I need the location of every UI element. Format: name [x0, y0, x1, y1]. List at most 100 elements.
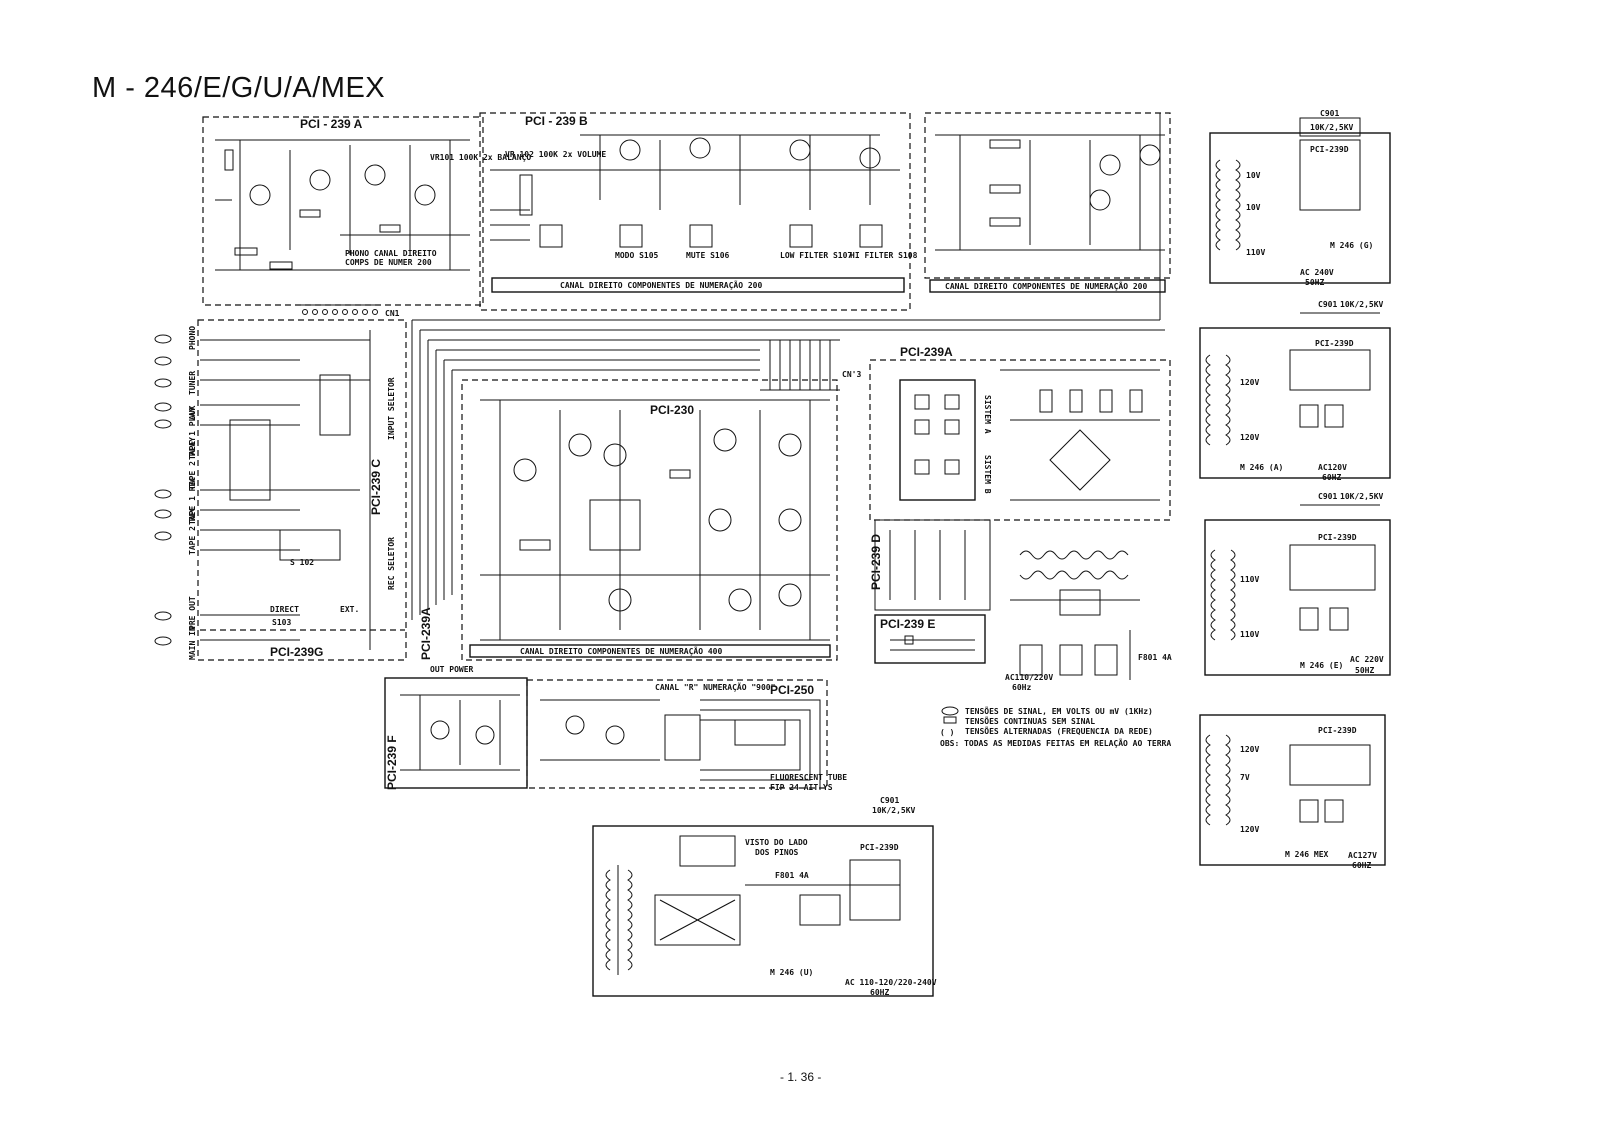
f801-main-label: F801 4A — [1138, 653, 1172, 662]
board-label-pci-239d-side: PCI-239 D — [869, 534, 883, 590]
side-g-model: M 246 (G) — [1330, 241, 1373, 250]
side-panel-e: C901 10K/2,5KV PCI-239D 110V 110V M 246 … — [1204, 492, 1391, 676]
sistem-a-label: SISTEM A — [983, 395, 992, 434]
c901-bottom-val: 10K/2,5KV — [872, 806, 916, 815]
board-pci-250: PCI-250 CANAL "R" NUMERAÇÃO "900" FLUORE… — [526, 679, 847, 792]
side-a-ac: AC120V — [1318, 463, 1347, 472]
side-e-tap-1: 110V — [1240, 630, 1259, 639]
svg-text:( ): ( ) — [940, 728, 954, 737]
cn3-connector — [760, 339, 840, 391]
sistem-b-label: SISTEM B — [983, 455, 992, 494]
side-e-ac: AC 220V — [1350, 655, 1384, 664]
input-labels: PHONO TUNER AUX TAPE 1 PLAY TAPE 2 PLAY … — [188, 326, 197, 660]
side-panel-a: C901 10K/2,5KV PCI-239D 120V 120V M 246 … — [1199, 300, 1391, 482]
board-label-pci-239a-lower: PCI-239A — [900, 345, 953, 359]
side-a-hz: 60HZ — [1322, 473, 1341, 482]
cn3-label: CN'3 — [842, 370, 861, 379]
board-label-pci-239a: PCI - 239 A — [300, 117, 363, 131]
legend-note: OBS: TODAS AS MEDIDAS FEITAS EM RELAÇÃO … — [940, 738, 1171, 748]
balance-label: VR101 100K 2x BALANÇO — [430, 153, 531, 162]
legend: ( ) TENSÕES DE SINAL, EM VOLTS OU mV (1K… — [940, 705, 1171, 748]
legend-dc: TENSÕES CONTINUAS SEM SINAL — [965, 715, 1095, 726]
input-label-tape1-play: TAPE 1 PLAY — [188, 407, 197, 460]
main-transformer-area — [874, 519, 1140, 680]
mute-label: MUTE S106 — [686, 251, 730, 260]
page-number: - 1. 36 - — [780, 1070, 822, 1084]
side-e-cap: C901 — [1318, 492, 1337, 501]
side-g-pci: PCI-239D — [1310, 145, 1349, 154]
f801-label: F801 4A — [775, 871, 809, 880]
board-pci-239e: PCI-239 E — [874, 614, 986, 664]
legend-ac: TENSÕES ALTERNADAS (FREQUENCIA DA REDE) — [965, 725, 1153, 736]
ac-u-label: AC 110-120/220-240V — [845, 978, 937, 987]
input-label-phono: PHONO — [188, 326, 197, 350]
page-title: M - 246/E/G/U/A/MEX — [92, 72, 386, 104]
input-selector-label: INPUT SELETOR — [387, 377, 396, 440]
input-label-tape1-rec: TAPE 1 REC — [188, 477, 197, 525]
side-g-ac: AC 240V — [1300, 268, 1334, 277]
side-a-tap-0: 120V — [1240, 378, 1259, 387]
side-g-tap-1: 10V — [1246, 203, 1261, 212]
modo-label: MODO S105 — [615, 251, 659, 260]
input-label-main-in: MAIN IN — [188, 626, 197, 660]
m246u-power-section: VISTO DO LADO DOS PINOS F801 4A M 246 (U… — [592, 796, 937, 997]
input-label-tape2-play: TAPE 2 PLAY — [188, 437, 197, 490]
board-pci-239b: PCI - 239 B VR 102 100K 2x VOLUME — [479, 112, 918, 311]
side-mex-tap-1: 7V — [1240, 773, 1250, 782]
c901-bottom-label: C901 — [880, 796, 899, 805]
ribbon-right-channel-400: CANAL DIREITO COMPONENTES DE NUMERAÇÃO 4… — [520, 646, 722, 656]
low-filter-label: LOW FILTER S107 — [780, 251, 852, 260]
cn1-label: CN1 — [385, 309, 400, 318]
side-g-hz: 50HZ — [1305, 278, 1324, 287]
side-mex-tap-2: 120V — [1240, 825, 1259, 834]
direct-label: DIRECT — [270, 605, 299, 614]
side-a-pci: PCI-239D — [1315, 339, 1354, 348]
ac-u-hz: 60HZ — [870, 988, 889, 997]
side-e-hz: 50HZ — [1355, 666, 1374, 675]
volume-label: VR 102 100K 2x VOLUME — [505, 150, 606, 159]
board-pci-239a: PCI - 239 A — [202, 116, 484, 318]
rec-selector-label: REC SELETOR — [387, 537, 396, 590]
out-power-label: OUT POWER — [430, 665, 474, 674]
fluor-part-label: FIP 24 AIT YS — [770, 783, 833, 792]
board-label-pci-239a-vertical: PCI-239A — [419, 607, 433, 660]
side-mex-tap-0: 120V — [1240, 745, 1259, 754]
hi-filter-label: HI FILTER S108 — [850, 251, 918, 260]
side-mex-hz: 60HZ — [1352, 861, 1371, 870]
phono-note-2: COMPS DE NUMER 200 — [345, 258, 432, 267]
visto-label: VISTO DO LADO — [745, 838, 808, 847]
input-jacks — [154, 334, 172, 646]
side-g-cap: C901 — [1320, 109, 1339, 118]
legend-signal: TENSÕES DE SINAL, EM VOLTS OU mV (1KHz) — [965, 705, 1153, 716]
side-e-cap-val: 10K/2,5KV — [1340, 492, 1384, 501]
ac-main-label: AC110/220V — [1005, 673, 1053, 682]
board-label-pci-239b: PCI - 239 B — [525, 114, 588, 128]
ribbon-right-channel-200-right: CANAL DIREITO COMPONENTES DE NUMERAÇÃO 2… — [945, 281, 1147, 291]
side-g-tap-0: 10V — [1246, 171, 1261, 180]
side-e-tap-0: 110V — [1240, 575, 1259, 584]
s103-label: S103 — [272, 618, 291, 627]
board-label-pci-239f: PCI-239 F — [385, 735, 399, 790]
side-a-cap-val: 10K/2,5KV — [1340, 300, 1384, 309]
board-label-pci-250: PCI-250 — [770, 683, 814, 697]
input-label-tuner: TUNER — [188, 371, 197, 395]
side-e-pci: PCI-239D — [1318, 533, 1357, 542]
s102-label: S 102 — [290, 558, 314, 567]
board-label-pci-230: PCI-230 — [650, 403, 694, 417]
board-pci-239c: PCI-239 C INPUT SELETOR REC SELETOR — [197, 319, 407, 661]
side-g-tap-2: 110V — [1246, 248, 1265, 257]
board-pci-239f: PCI-239 F OUT POWER — [384, 665, 528, 790]
phono-note: PHONO CANAL DIREITO — [345, 249, 437, 258]
side-g-cap-val: 10K/2,5KV — [1310, 123, 1354, 132]
side-a-tap-1: 120V — [1240, 433, 1259, 442]
board-label-pci-239g: PCI-239G — [270, 645, 323, 659]
input-label-aux: AUX — [188, 405, 197, 420]
visto2-label: DOS PINOS — [755, 848, 799, 857]
pci250-note: CANAL "R" NUMERAÇÃO "900" — [655, 682, 775, 692]
side-a-cap: C901 — [1318, 300, 1337, 309]
bus-wiring — [411, 113, 1165, 620]
board-label-pci-239c: PCI-239 C — [369, 459, 383, 515]
side-panel-g: C901 10K/2,5KV PCI-239D 10V 10V 110V M 2… — [1209, 109, 1391, 287]
ext-label: EXT. — [340, 605, 359, 614]
